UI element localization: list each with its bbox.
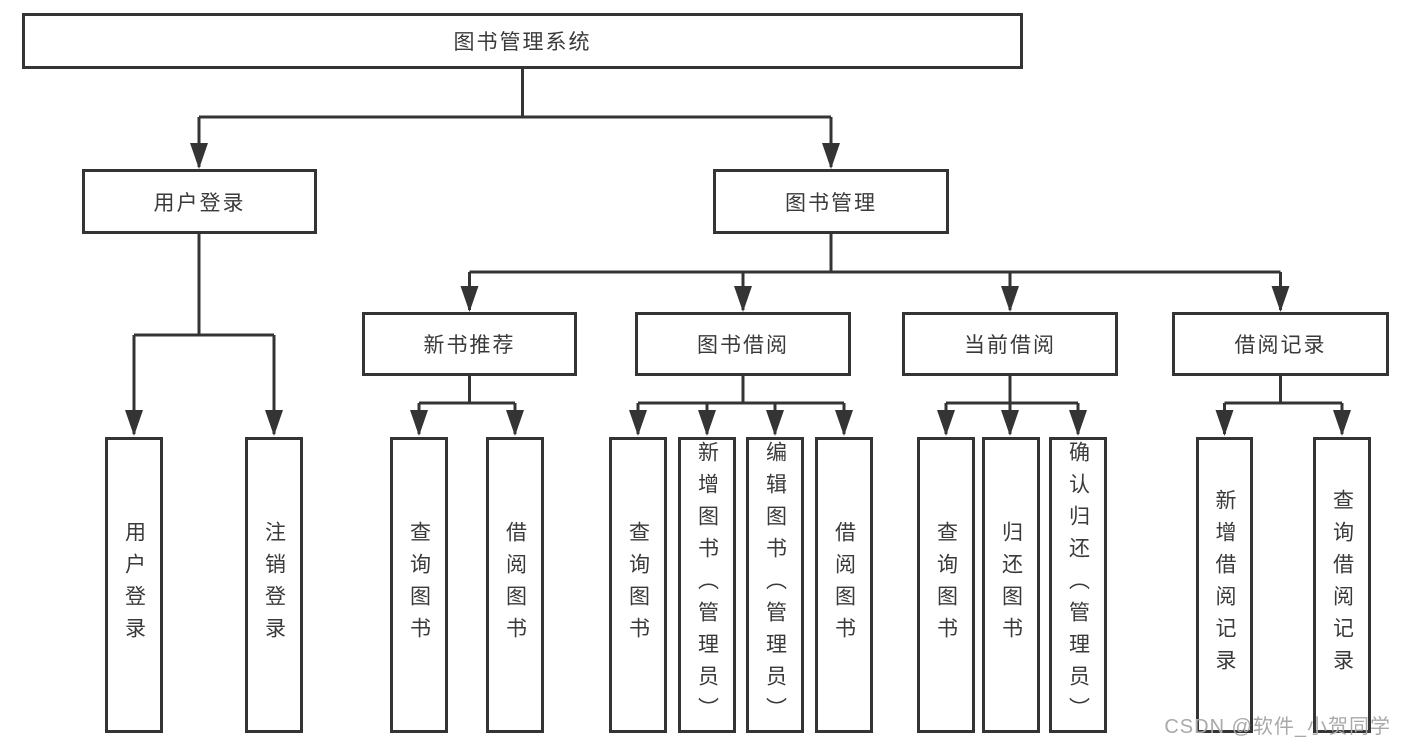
leaf-add-borrow-record-label: 新增借阅记录: [1213, 489, 1236, 681]
leaf-edit-book-admin: 编辑图书（管理员）: [746, 437, 804, 733]
leaf-query-borrow-record: 查询借阅记录: [1313, 437, 1371, 733]
connector-group: [125, 69, 1351, 436]
node-current-borrow-label: 当前借阅: [964, 334, 1056, 357]
node-book-borrow: 图书借阅: [635, 312, 851, 376]
leaf-return-book: 归还图书: [982, 437, 1040, 733]
node-book-management-label: 图书管理: [785, 191, 877, 215]
leaf-user-login-label: 用户登录: [122, 521, 146, 649]
leaf-query-books-borrow: 查询图书: [609, 437, 667, 733]
node-book-management: 图书管理: [713, 169, 949, 234]
leaf-add-borrow-record: 新增借阅记录: [1196, 437, 1253, 733]
node-current-borrow: 当前借阅: [902, 312, 1118, 376]
leaf-edit-book-admin-label: 编辑图书（管理员）: [763, 441, 787, 729]
leaf-query-books-borrow-label: 查询图书: [626, 521, 650, 649]
leaf-borrow-books-label: 借阅图书: [832, 521, 856, 649]
node-new-book-recommend: 新书推荐: [362, 312, 577, 376]
leaf-add-book-admin-label: 新增图书（管理员）: [695, 441, 719, 729]
leaf-borrow-books: 借阅图书: [815, 437, 873, 733]
leaf-logout: 注销登录: [245, 437, 303, 733]
node-new-book-recommend-label: 新书推荐: [423, 334, 516, 357]
leaf-query-books-recommend: 查询图书: [390, 437, 448, 733]
leaf-borrow-books-recommend-label: 借阅图书: [503, 521, 527, 649]
leaf-borrow-books-recommend: 借阅图书: [486, 437, 544, 733]
node-root: 图书管理系统: [22, 13, 1023, 69]
leaf-confirm-return-admin: 确认归还（管理员）: [1049, 437, 1107, 733]
leaf-user-login: 用户登录: [105, 437, 163, 733]
csdn-watermark: CSDN @软件_小贺同学: [1164, 716, 1391, 738]
leaf-confirm-return-admin-label: 确认归还（管理员）: [1066, 441, 1090, 729]
node-book-borrow-label: 图书借阅: [697, 334, 789, 357]
node-borrow-record-label: 借阅记录: [1234, 334, 1327, 357]
leaf-query-books-current: 查询图书: [917, 437, 975, 733]
leaf-query-books-current-label: 查询图书: [934, 521, 958, 649]
leaf-query-books-recommend-label: 查询图书: [407, 521, 431, 649]
node-root-label: 图书管理系统: [453, 31, 592, 54]
leaf-query-borrow-record-label: 查询借阅记录: [1330, 489, 1354, 681]
leaf-return-book-label: 归还图书: [999, 521, 1023, 649]
node-borrow-record: 借阅记录: [1172, 312, 1389, 376]
leaf-logout-label: 注销登录: [262, 521, 286, 649]
node-user-login: 用户登录: [82, 169, 317, 234]
node-user-login-label: 用户登录: [153, 191, 246, 215]
leaf-add-book-admin: 新增图书（管理员）: [678, 437, 736, 733]
